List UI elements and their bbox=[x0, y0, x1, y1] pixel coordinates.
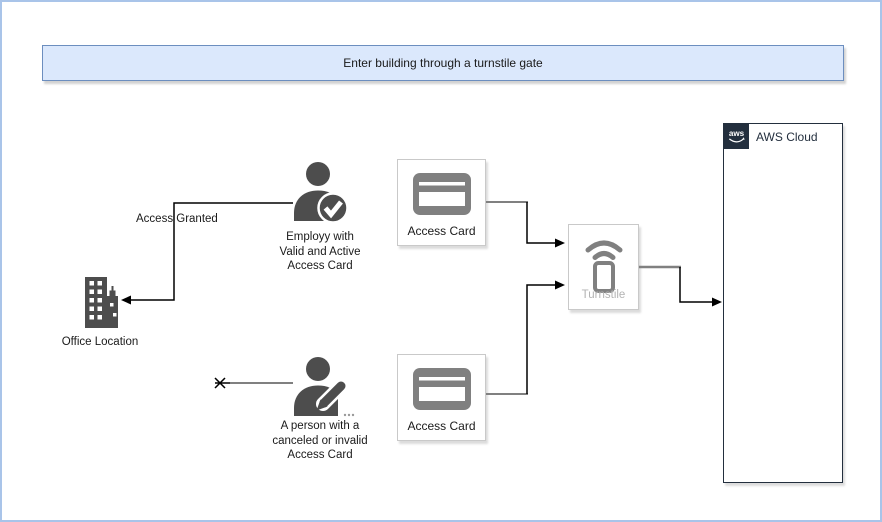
process-title-banner[interactable]: Enter building through a turnstile gate bbox=[42, 45, 844, 81]
person-invalid-label: A person with a canceled or invalid Acce… bbox=[272, 420, 368, 461]
person-invalid-node[interactable] bbox=[293, 356, 357, 423]
access-card-top-label: Access Card bbox=[407, 224, 476, 238]
employee-valid-node[interactable] bbox=[293, 161, 349, 228]
access-card-top-node[interactable]: Access Card bbox=[397, 159, 486, 246]
mobile-wifi-icon bbox=[585, 240, 622, 293]
office-location-node[interactable] bbox=[82, 273, 120, 334]
credit-card-icon bbox=[412, 368, 471, 410]
edge-turnstile-to-aws bbox=[639, 265, 722, 307]
turnstile-label: Turnstile bbox=[581, 289, 626, 301]
aws-cloud-group[interactable]: aws AWS Cloud bbox=[723, 123, 843, 483]
turnstile-node[interactable]: Turnstile bbox=[568, 224, 639, 310]
svg-text:aws: aws bbox=[729, 129, 745, 138]
edge-card-top-to-turnstile bbox=[486, 201, 565, 248]
employee-valid-label: Employy with Valid and Active Access Car… bbox=[279, 231, 361, 272]
person-check-icon bbox=[294, 162, 349, 224]
credit-card-icon bbox=[412, 173, 471, 215]
edge-person-invalid-blocked bbox=[214, 377, 293, 389]
building-icon bbox=[85, 277, 118, 328]
access-card-bottom-label: Access Card bbox=[407, 419, 476, 433]
person-edit-icon bbox=[294, 357, 355, 417]
aws-cloud-label: AWS Cloud bbox=[756, 130, 818, 144]
access-card-bottom-node[interactable]: Access Card bbox=[397, 354, 486, 441]
edge-card-bottom-to-turnstile bbox=[486, 280, 565, 395]
office-location-label: Office Location bbox=[61, 336, 139, 348]
aws-logo-icon: aws bbox=[724, 124, 749, 149]
banner-label: Enter building through a turnstile gate bbox=[343, 56, 543, 70]
access-granted-edge-label: Access Granted bbox=[134, 213, 220, 225]
